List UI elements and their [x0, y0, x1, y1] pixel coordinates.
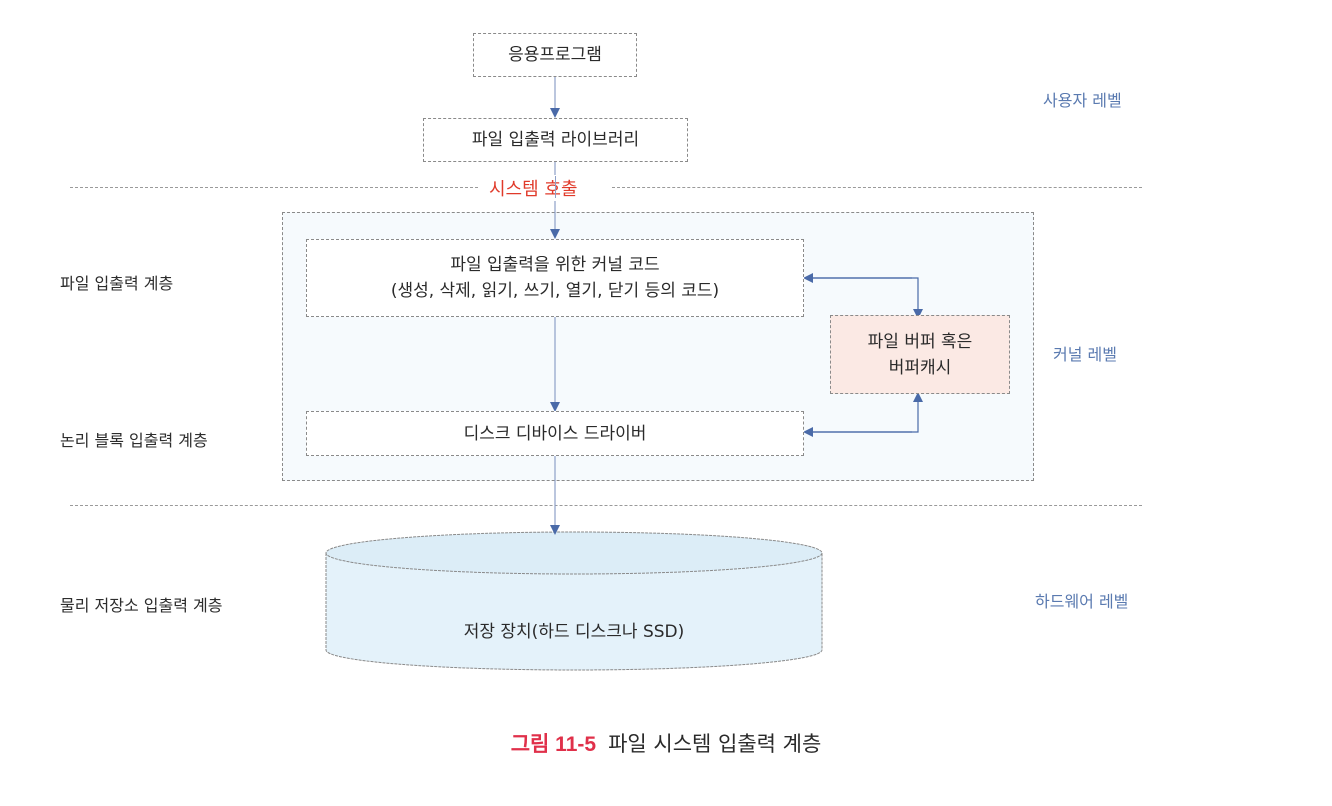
level-kernel: 커널 레벨 — [1053, 345, 1117, 364]
level-hardware: 하드웨어 레벨 — [1035, 592, 1129, 611]
disk-driver-box: 디스크 디바이스 드라이버 — [306, 411, 804, 456]
storage-label: 저장 장치(하드 디스크나 SSD) — [463, 622, 685, 642]
figure-caption: 그림 11-5 파일 시스템 입출력 계층 — [0, 728, 1332, 758]
figure-title: 파일 시스템 입출력 계층 — [608, 732, 822, 756]
storage-cylinder-top — [325, 531, 823, 575]
kernel-code-box: 파일 입출력을 위한 커널 코드 (생성, 삭제, 읽기, 쓰기, 열기, 닫기… — [306, 239, 804, 317]
buffer-line2: 버퍼캐시 — [888, 357, 952, 378]
kernel-code-line2: (생성, 삭제, 읽기, 쓰기, 열기, 닫기 등의 코드) — [390, 281, 720, 301]
arrow-buffer-kernel-code — [812, 277, 923, 319]
disk-driver-label: 디스크 디바이스 드라이버 — [463, 423, 647, 444]
layer-physical-storage-io: 물리 저장소 입출력 계층 — [60, 596, 223, 615]
layer-logical-block-io: 논리 블록 입출력 계층 — [60, 431, 208, 450]
buffer-line1: 파일 버퍼 혹은 — [867, 331, 973, 352]
user-kernel-separator-right — [612, 187, 1142, 188]
storage-cylinder-body — [325, 552, 823, 671]
level-user: 사용자 레벨 — [1043, 91, 1122, 110]
user-kernel-separator-left — [70, 187, 478, 188]
io-library-label: 파일 입출력 라이브러리 — [471, 130, 640, 150]
system-call-line — [555, 176, 556, 198]
figure-number: 그림 11-5 — [510, 733, 597, 756]
layer-file-io: 파일 입출력 계층 — [60, 274, 174, 293]
io-library-box: 파일 입출력 라이브러리 — [423, 118, 688, 162]
system-call-label: 시스템 호출 — [485, 175, 582, 201]
kernel-hardware-separator — [70, 505, 1142, 506]
arrow-buffer-driver — [812, 392, 923, 433]
application-box: 응용프로그램 — [473, 33, 637, 77]
kernel-code-line1: 파일 입출력을 위한 커널 코드 — [450, 255, 660, 275]
application-label: 응용프로그램 — [508, 45, 602, 65]
buffer-cache-box: 파일 버퍼 혹은 버퍼캐시 — [830, 315, 1010, 394]
